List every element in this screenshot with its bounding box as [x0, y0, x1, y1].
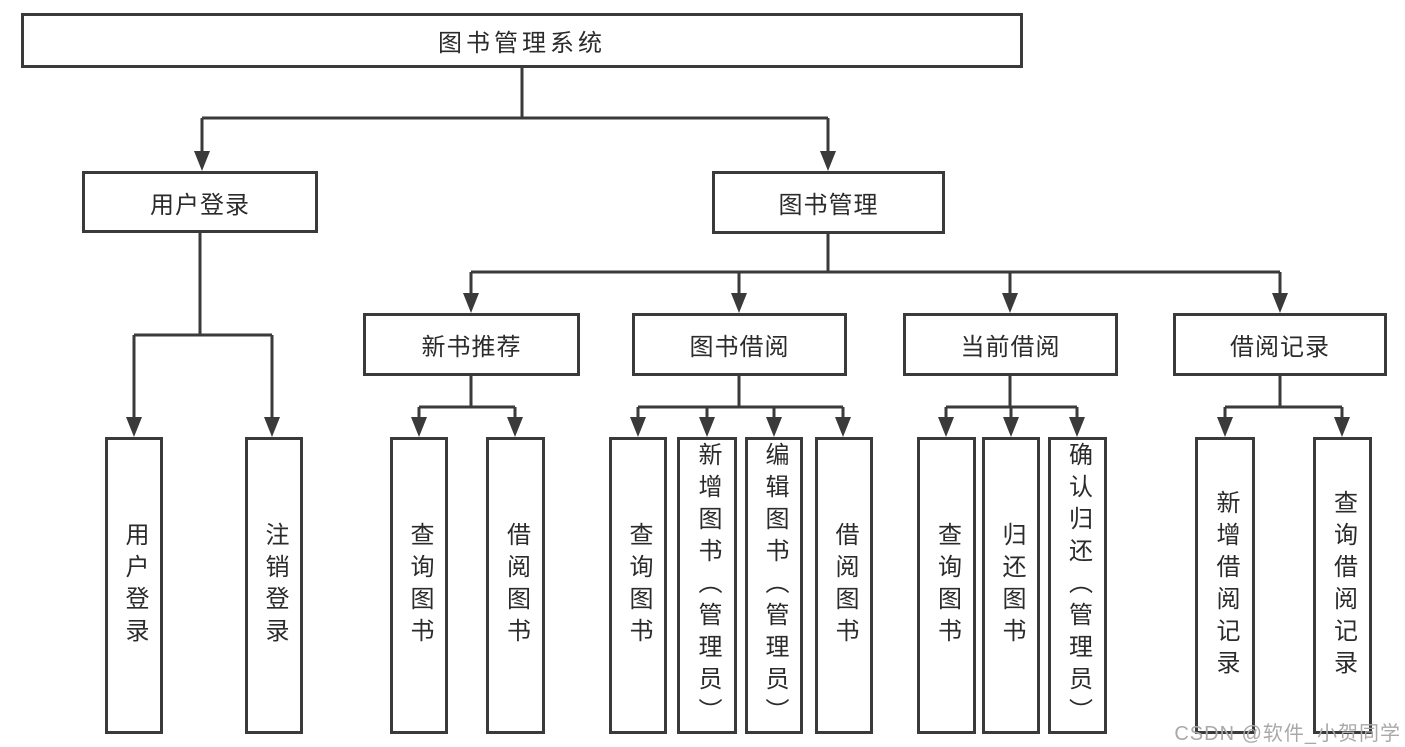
node-book-borrowing: 图书借阅	[632, 313, 847, 376]
arrow-down-icon	[938, 417, 954, 437]
node-leaf-return-book-label: 归还图书	[998, 521, 1025, 650]
node-borrowing-records: 借阅记录	[1173, 313, 1387, 376]
node-leaf-query-borrow-record: 查询借阅记录	[1313, 437, 1372, 734]
node-leaf-add-book-admin: 新增图书（管理员）	[677, 437, 737, 734]
node-book-management: 图书管理	[712, 171, 945, 234]
arrow-down-icon	[731, 293, 747, 313]
node-leaf-query-borrow-record-label: 查询借阅记录	[1329, 489, 1357, 682]
node-new-book-recommend-label: 新书推荐	[421, 334, 522, 361]
node-leaf-borrow-book-borrowing: 借阅图书	[815, 437, 873, 734]
arrowheads	[126, 151, 1350, 437]
node-leaf-query-book-current-label: 查询图书	[933, 521, 961, 650]
arrow-down-icon	[630, 417, 646, 437]
node-leaf-logout-label: 注销登录	[261, 521, 288, 650]
node-leaf-add-borrow-record: 新增借阅记录	[1195, 437, 1255, 734]
connector-user-login-to-leaves	[132, 233, 274, 420]
arrow-down-icon	[507, 417, 523, 437]
arrow-down-icon	[766, 417, 782, 437]
node-leaf-borrow-book-recommend-label: 借阅图书	[502, 521, 530, 650]
connector-new-book-recommend-to-leaves	[417, 376, 517, 420]
node-leaf-borrow-book-recommend: 借阅图书	[486, 437, 545, 734]
node-book-management-label: 图书管理	[778, 192, 879, 219]
node-leaf-edit-book-admin: 编辑图书（管理员）	[745, 437, 803, 734]
node-leaf-user-login: 用户登录	[105, 437, 163, 734]
connector-book-management-to-level3	[469, 234, 1282, 296]
csdn-watermark: CSDN @软件_小贺同学	[1174, 723, 1401, 745]
node-user-login-label: 用户登录	[150, 191, 250, 219]
arrow-down-icon	[820, 151, 836, 171]
arrow-down-icon	[1002, 293, 1018, 313]
arrow-down-icon	[1272, 293, 1288, 313]
connector-current-borrowing-to-leaves	[944, 376, 1079, 420]
connector-borrowing-records-to-leaves	[1223, 376, 1344, 420]
node-leaf-user-login-label: 用户登录	[121, 521, 148, 650]
arrow-down-icon	[1217, 417, 1233, 437]
node-leaf-add-book-admin-label: 新增图书（管理员）	[694, 441, 721, 730]
arrow-down-icon	[126, 417, 142, 437]
arrow-down-icon	[411, 417, 427, 437]
node-root: 图书管理系统	[21, 13, 1023, 68]
arrow-down-icon	[463, 293, 479, 313]
node-leaf-confirm-return-admin: 确认归还（管理员）	[1048, 437, 1107, 734]
node-leaf-confirm-return-admin-label: 确认归还（管理员）	[1064, 441, 1092, 730]
arrow-down-icon	[835, 417, 851, 437]
node-leaf-return-book: 归还图书	[982, 437, 1040, 734]
node-new-book-recommend: 新书推荐	[363, 313, 580, 376]
node-leaf-edit-book-admin-label: 编辑图书（管理员）	[761, 441, 788, 730]
arrow-down-icon	[1069, 417, 1085, 437]
node-borrowing-records-label: 借阅记录	[1230, 334, 1330, 361]
node-leaf-query-book-recommend: 查询图书	[390, 437, 448, 734]
node-leaf-query-book-current: 查询图书	[917, 437, 976, 734]
node-current-borrowing: 当前借阅	[903, 313, 1118, 376]
arrow-down-icon	[1334, 417, 1350, 437]
node-leaf-logout: 注销登录	[245, 437, 303, 734]
arrow-down-icon	[264, 417, 280, 437]
node-book-borrowing-label: 图书借阅	[689, 334, 790, 361]
connector-book-borrowing-to-leaves	[636, 376, 845, 420]
node-leaf-add-borrow-record-label: 新增借阅记录	[1212, 489, 1239, 682]
node-root-label: 图书管理系统	[438, 30, 606, 57]
node-current-borrowing-label: 当前借阅	[960, 334, 1061, 361]
node-user-login: 用户登录	[82, 171, 318, 233]
node-leaf-query-book-recommend-label: 查询图书	[406, 521, 433, 650]
connector-root-to-level2	[200, 68, 830, 154]
node-leaf-query-book-borrowing-label: 查询图书	[625, 521, 652, 650]
arrow-down-icon	[699, 417, 715, 437]
arrow-down-icon	[1003, 417, 1019, 437]
arrow-down-icon	[194, 151, 210, 171]
node-leaf-query-book-borrowing: 查询图书	[609, 437, 667, 734]
node-leaf-borrow-book-borrowing-label: 借阅图书	[831, 521, 858, 650]
